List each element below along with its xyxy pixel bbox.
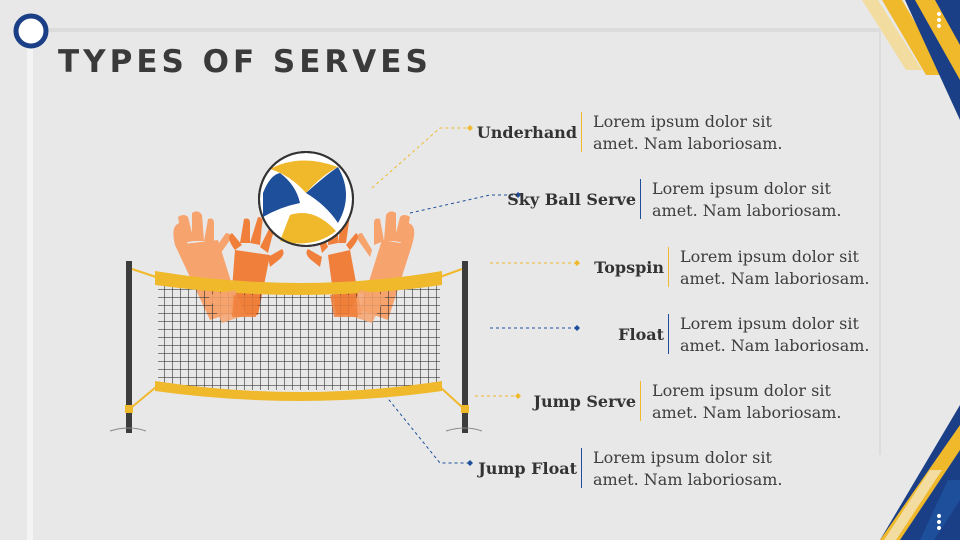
serve-description-line: amet. Nam laboriosam. [680, 336, 870, 355]
serve-item: Sky Ball Serve Lorem ipsum dolor sit amet.… [0, 177, 960, 223]
serve-item: Jump Serve Lorem ipsum dolor sit amet. Nam… [0, 379, 960, 425]
serve-description-line: amet. Nam laboriosam. [593, 470, 783, 489]
menu-dots-top-icon[interactable]: ••• [934, 7, 944, 35]
serve-description-line: amet. Nam laboriosam. [652, 201, 842, 220]
serve-description-line: Lorem ipsum dolor sit [593, 448, 772, 467]
serve-name: Sky Ball Serve [507, 190, 636, 209]
page-title: TYPES OF SERVES [58, 44, 432, 80]
menu-dots-bottom-icon[interactable]: ••• [934, 509, 944, 537]
serve-name: Float [618, 325, 664, 344]
serve-description: Lorem ipsum dolor sit amet. Nam laboriosa… [680, 313, 870, 357]
serve-item: Float Lorem ipsum dolor sit amet. Nam labo… [0, 312, 960, 358]
serve-divider [668, 247, 669, 287]
volleyball-illustration [109, 151, 483, 433]
serve-divider [581, 448, 582, 488]
serve-description-line: Lorem ipsum dolor sit [680, 314, 859, 333]
serve-description: Lorem ipsum dolor sit amet. Nam laboriosa… [652, 380, 842, 424]
serve-divider [668, 314, 669, 354]
serve-description: Lorem ipsum dolor sit amet. Nam laboriosa… [593, 111, 783, 155]
serve-divider [640, 179, 641, 219]
serve-description-line: amet. Nam laboriosam. [680, 269, 870, 288]
serve-item: Underhand Lorem ipsum dolor sit amet. Nam … [0, 110, 960, 156]
serve-name: Topspin [594, 258, 664, 277]
serve-description: Lorem ipsum dolor sit amet. Nam laboriosa… [680, 246, 870, 290]
serve-description-line: amet. Nam laboriosam. [593, 134, 783, 153]
volleyball-net-icon [109, 261, 483, 433]
serve-description-line: amet. Nam laboriosam. [652, 403, 842, 422]
serve-description-line: Lorem ipsum dolor sit [680, 247, 859, 266]
serve-item: Topspin Lorem ipsum dolor sit amet. Nam la… [0, 245, 960, 291]
serve-description: Lorem ipsum dolor sit amet. Nam laboriosa… [652, 178, 842, 222]
serve-description-line: Lorem ipsum dolor sit [652, 381, 831, 400]
serve-description-line: Lorem ipsum dolor sit [593, 112, 772, 131]
serve-item: Jump Float Lorem ipsum dolor sit amet. Nam… [0, 446, 960, 492]
serve-divider [581, 112, 582, 152]
serve-description: Lorem ipsum dolor sit amet. Nam laboriosa… [593, 447, 783, 491]
volleyball-icon [258, 151, 354, 247]
serve-name: Jump Float [478, 459, 577, 478]
serve-description-line: Lorem ipsum dolor sit [652, 179, 831, 198]
serve-divider [640, 381, 641, 421]
serve-name: Jump Serve [533, 392, 636, 411]
serve-name: Underhand [476, 123, 577, 142]
ring-icon [13, 13, 49, 49]
